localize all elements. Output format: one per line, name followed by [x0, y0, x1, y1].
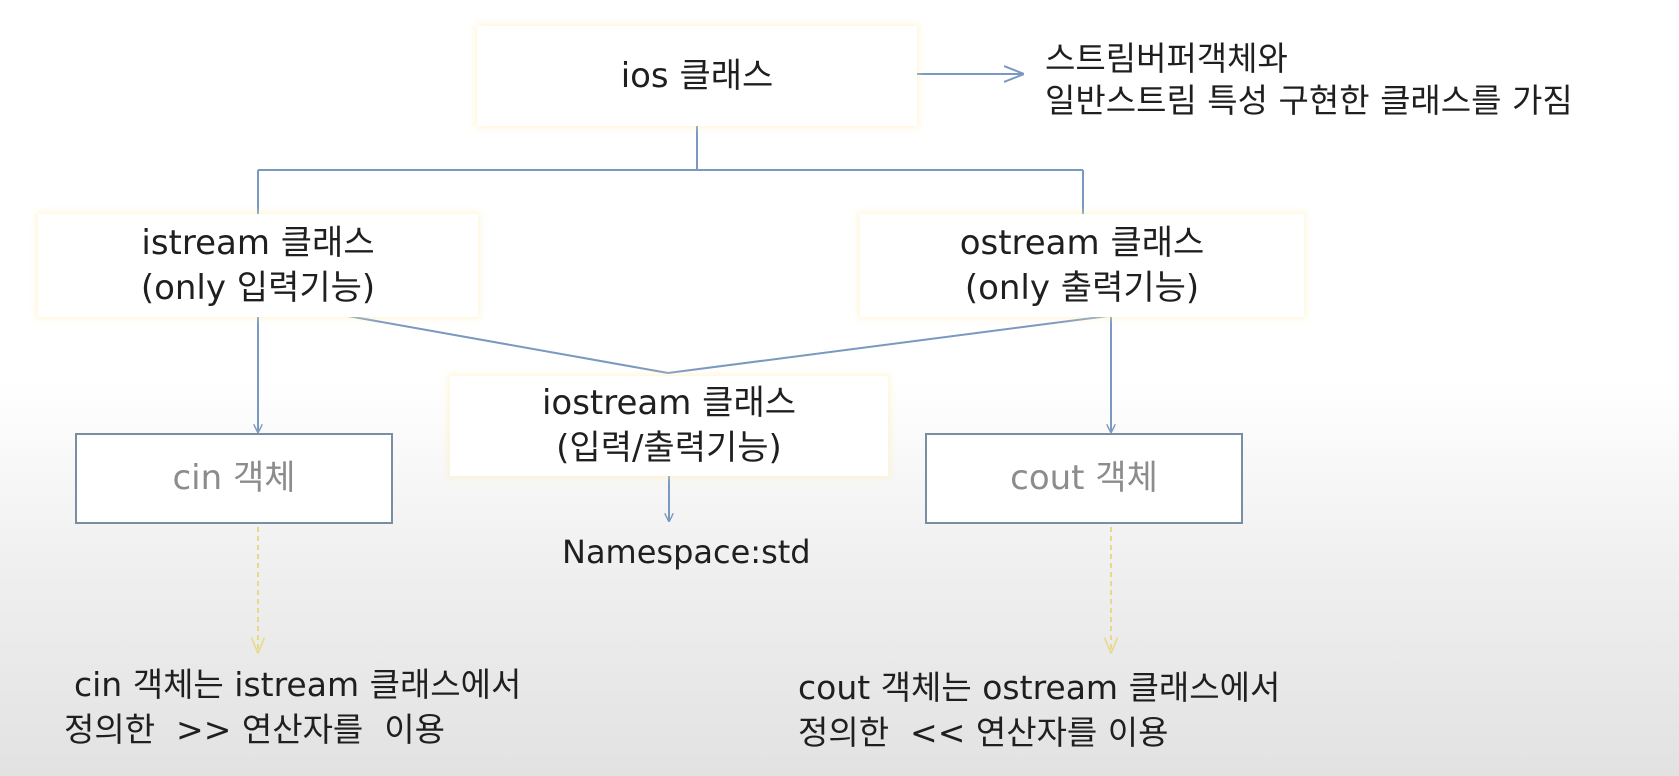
ios-class-box: ios 클래스	[477, 26, 917, 126]
cin-object-label: cin 객체	[172, 458, 296, 499]
namespace-label: Namespace:std	[562, 533, 811, 571]
istream-class-box: istream 클래스 (only 입력기능)	[38, 214, 478, 317]
cout-note-line-1: cout 객체는 ostream 클래스에서	[798, 668, 1281, 707]
cin-object-box: cin 객체	[75, 433, 393, 524]
ostream-to-iostream-line	[667, 315, 1109, 374]
ios-note-line-1: 스트림버퍼객체와	[1045, 39, 1288, 78]
ostream-class-box: ostream 클래스 (only 출력기능)	[860, 214, 1304, 317]
ios-note-line-2: 일반스트림 특성 구현한 클래스를 가짐	[1045, 81, 1573, 121]
cin-note-line-2: 정의한 >> 연산자를 이용	[64, 709, 445, 749]
iostream-class-label: iostream 클래스	[541, 383, 797, 424]
iostream-class-subtitle: (입력/출력기능)	[556, 428, 782, 468]
cin-note-line-1: cin 객체는 istream 클래스에서	[74, 665, 522, 704]
cout-note: cout 객체는 ostream 클래스에서 정의한 << 연산자를 이용	[798, 666, 1280, 755]
cout-object-box: cout 객체	[925, 433, 1243, 524]
cout-object-label: cout 객체	[1010, 458, 1158, 499]
istream-to-iostream-line	[347, 315, 669, 374]
ios-class-label: ios 클래스	[620, 55, 774, 96]
ostream-class-subtitle: (only 출력기능)	[964, 267, 1200, 308]
ios-class-note: 스트림버퍼객체와 일반스트림 특성 구현한 클래스를 가짐	[1045, 38, 1573, 122]
istream-class-subtitle: (only 입력기능)	[140, 267, 376, 308]
cout-note-line-2: 정의한 << 연산자를 이용	[798, 712, 1169, 752]
cin-note: cin 객체는 istream 클래스에서 정의한 >> 연산자를 이용	[64, 663, 521, 752]
istream-class-label: istream 클래스	[141, 222, 375, 263]
ostream-class-label: ostream 클래스	[959, 222, 1205, 263]
iostream-class-box: iostream 클래스 (입력/출력기능)	[450, 376, 888, 476]
